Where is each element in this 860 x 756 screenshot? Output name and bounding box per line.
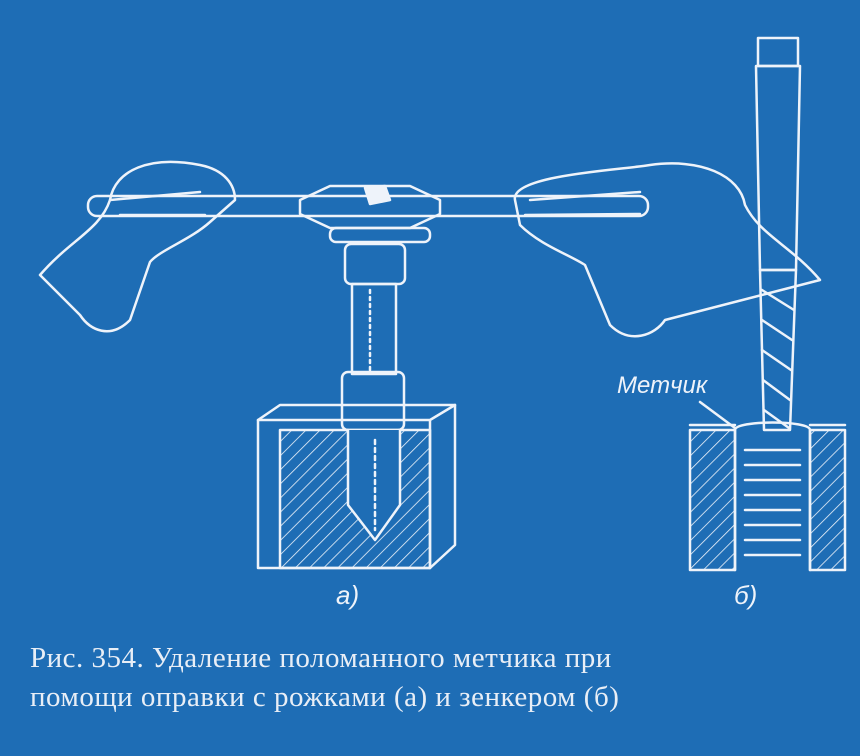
caption-line-1: Рис. 354. Удаление поломанного метчика п…: [30, 642, 612, 674]
countersink-figure: [688, 36, 847, 572]
label-a: а): [336, 580, 360, 610]
right-hand: [513, 162, 822, 338]
illustration: [38, 36, 847, 572]
tap-wrench-figure: [38, 160, 822, 570]
label-tap: Метчик: [617, 372, 708, 399]
left-hand: [38, 160, 237, 333]
caption-line-2: помощи оправки с рожками (а) и зенкером …: [30, 681, 620, 713]
workpiece-block: [256, 403, 457, 570]
label-b: б): [734, 580, 758, 610]
